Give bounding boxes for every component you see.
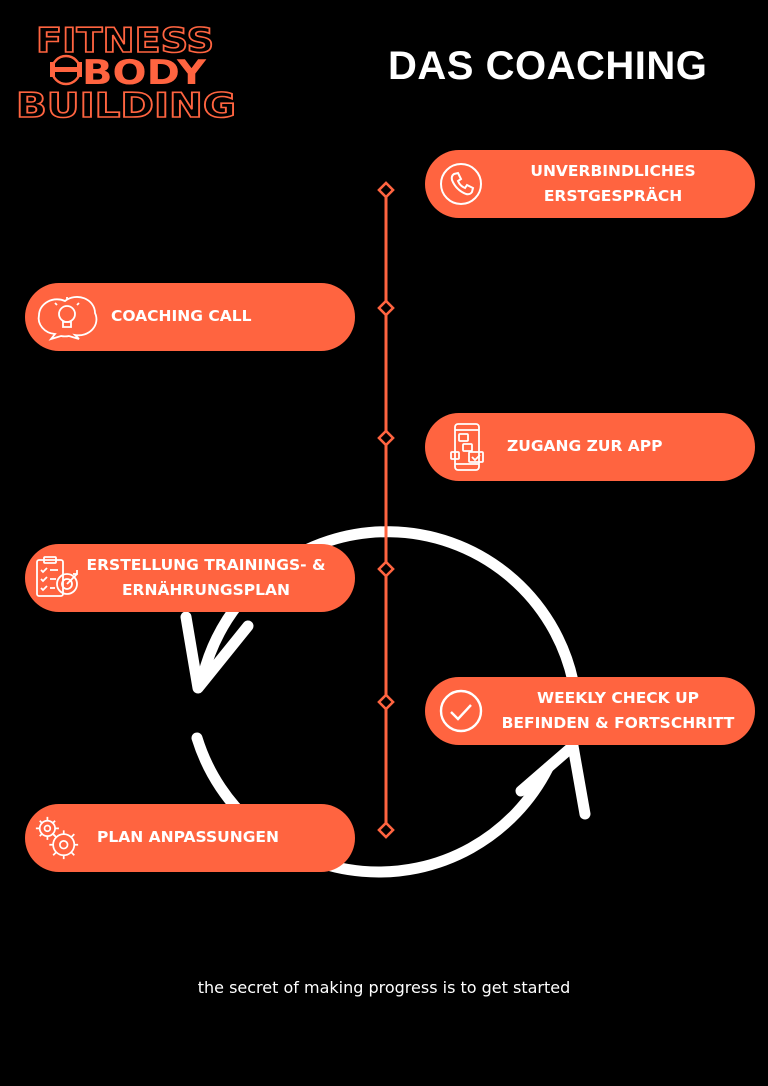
brand-line-2: BODY xyxy=(82,53,206,93)
step-erstgespraech: UNVERBINDLICHES ERSTGESPRÄCH xyxy=(425,150,755,218)
step-coaching-call: COACHING CALL xyxy=(25,283,355,351)
phone-icon xyxy=(437,160,485,208)
lightbulb-speech-icon xyxy=(33,293,101,341)
check-circle-icon xyxy=(437,687,485,735)
cycle-arc-bottom xyxy=(191,732,554,878)
step-app-access: ZUGANG ZUR APP xyxy=(425,413,755,481)
timeline-node xyxy=(377,429,395,447)
step-plan-creation: ERSTELLUNG TRAININGS- & ERNÄHRUNGSPLAN xyxy=(25,544,355,612)
step-label: ZUGANG ZUR APP xyxy=(507,437,663,455)
step-label: COACHING CALL xyxy=(111,307,252,325)
step-label: ERSTELLUNG TRAININGS- & ERNÄHRUNGSPLAN xyxy=(86,556,326,599)
mobile-app-icon xyxy=(443,423,491,471)
timeline-node xyxy=(377,693,395,711)
timeline-node xyxy=(377,821,395,839)
step-plan-adjustments: PLAN ANPASSUNGEN xyxy=(25,804,355,872)
timeline-node xyxy=(377,560,395,578)
timeline-node xyxy=(377,299,395,317)
cycle-arrowhead-top xyxy=(180,611,254,694)
step-weekly-check-up: WEEKLY CHECK UP BEFINDEN & FORTSCHRITT xyxy=(425,677,755,745)
cycle-arrowhead-bottom xyxy=(515,740,591,820)
page-title: DAS COACHING xyxy=(388,44,708,88)
clipboard-target-icon xyxy=(33,554,81,602)
gears-icon xyxy=(33,814,81,862)
footer-quote: the secret of making progress is to get … xyxy=(197,978,571,997)
timeline-node xyxy=(377,181,395,199)
step-label: PLAN ANPASSUNGEN xyxy=(97,828,279,846)
step-label: WEEKLY CHECK UP BEFINDEN & FORTSCHRITT xyxy=(501,689,735,732)
brand-logo: FITNESS BODY BUILDING xyxy=(14,18,240,122)
step-label: UNVERBINDLICHES ERSTGESPRÄCH xyxy=(530,162,696,205)
brand-line-3: BUILDING xyxy=(16,86,236,122)
dumbbell-icon xyxy=(50,54,82,86)
